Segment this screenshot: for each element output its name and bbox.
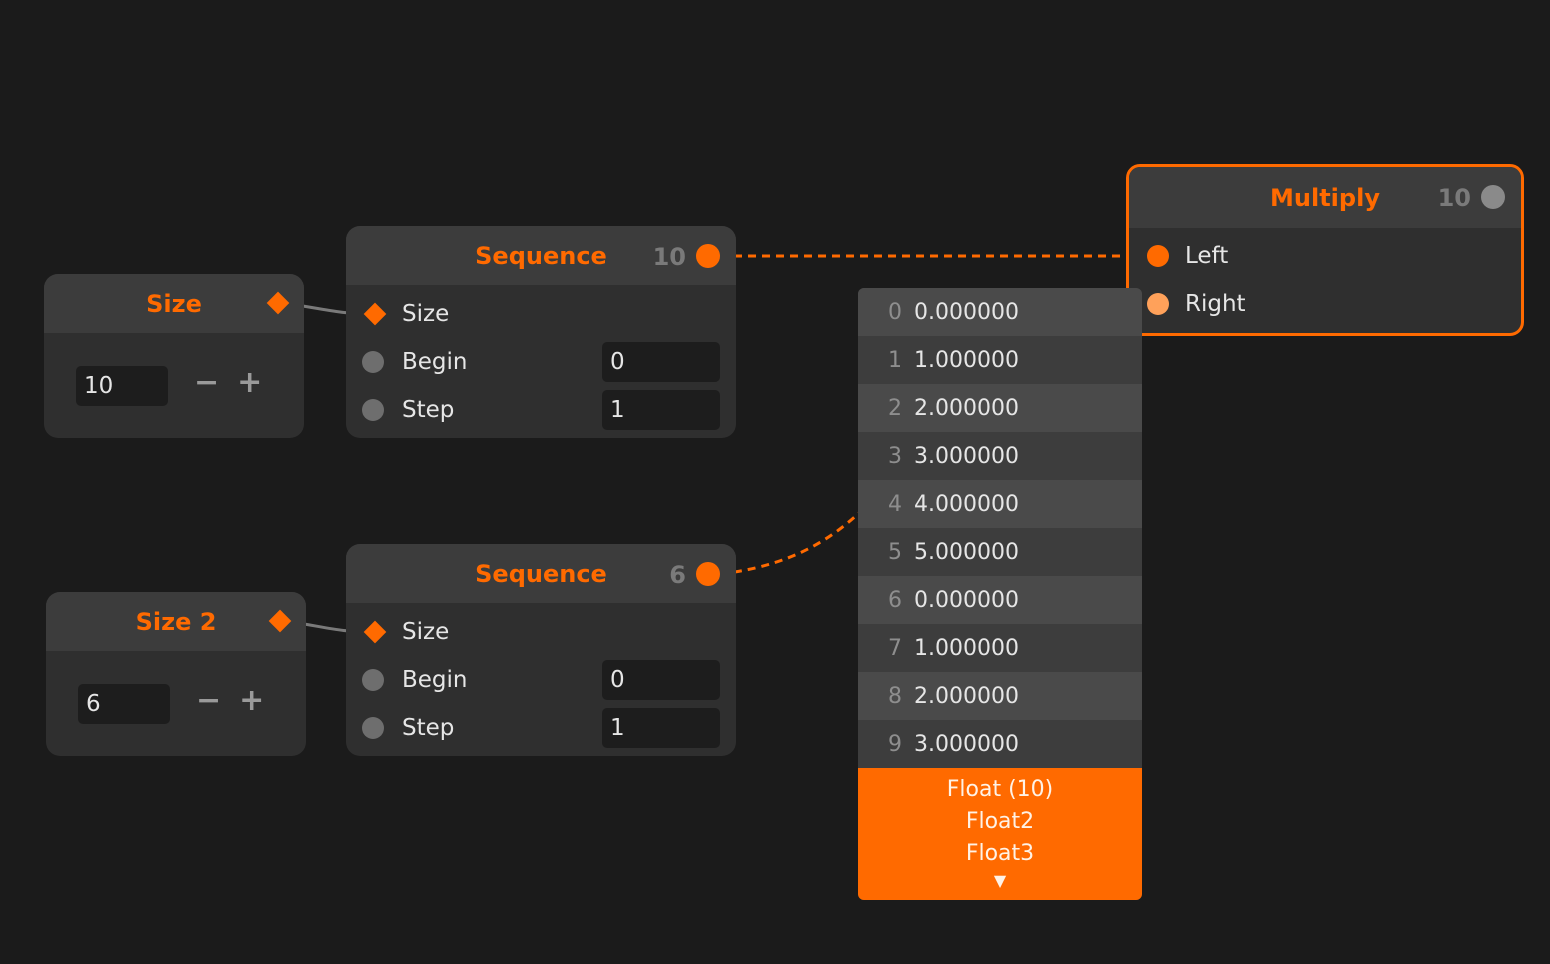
input-label: Left xyxy=(1185,243,1229,269)
input-row-begin: Begin 0 xyxy=(346,656,736,704)
row-index: 4 xyxy=(888,491,902,517)
output-pin-diamond-icon[interactable] xyxy=(268,609,292,633)
node-title: Sequence xyxy=(475,241,607,270)
sequence-node[interactable]: Sequence 10 Size Begin 0 Step 1 xyxy=(346,226,736,438)
size-stepper: − + xyxy=(194,365,262,400)
list-item: 4 4.000000 xyxy=(858,480,1142,528)
output-pin-diamond-icon[interactable] xyxy=(266,291,290,315)
list-item: 0 0.000000 xyxy=(858,288,1142,336)
size-2-node[interactable]: Size 2 6 − + xyxy=(46,592,306,756)
row-value: 2.000000 xyxy=(914,395,1019,421)
output-pin-icon[interactable] xyxy=(696,562,720,586)
row-value: 5.000000 xyxy=(914,539,1019,565)
row-value: 1.000000 xyxy=(914,635,1019,661)
row-index: 8 xyxy=(888,683,902,709)
input-label: Size xyxy=(402,301,450,327)
input-label: Step xyxy=(402,715,455,741)
row-index: 3 xyxy=(888,443,902,469)
node-header[interactable]: Multiply 10 xyxy=(1129,167,1521,228)
decrement-button[interactable]: − xyxy=(196,683,222,718)
type-selector: Float (10) Float2 Float3 ▼ xyxy=(858,768,1142,900)
type-option-float3[interactable]: Float3 xyxy=(965,841,1035,866)
increment-button[interactable]: + xyxy=(237,365,263,400)
row-index: 7 xyxy=(888,635,902,661)
expand-arrow-icon[interactable]: ▼ xyxy=(993,871,1007,890)
list-item: 3 3.000000 xyxy=(858,432,1142,480)
input-pin-icon[interactable] xyxy=(362,399,384,421)
node-header[interactable]: Size 2 xyxy=(46,592,306,651)
list-item: 1 1.000000 xyxy=(858,336,1142,384)
input-row-left: Left xyxy=(1129,232,1521,280)
begin-value-field[interactable]: 0 xyxy=(602,342,720,382)
row-index: 5 xyxy=(888,539,902,565)
input-pin-diamond-icon[interactable] xyxy=(363,620,387,644)
input-label: Size xyxy=(402,619,450,645)
row-index: 1 xyxy=(888,347,902,373)
input-row-size: Size xyxy=(346,290,736,338)
node-header[interactable]: Size xyxy=(44,274,304,333)
input-label: Right xyxy=(1185,291,1246,317)
list-item: 6 0.000000 xyxy=(858,576,1142,624)
node-title: Multiply xyxy=(1270,183,1380,212)
node-title: Size 2 xyxy=(135,607,217,636)
node-title: Sequence xyxy=(475,559,607,588)
row-index: 9 xyxy=(888,731,902,757)
row-value: 0.000000 xyxy=(914,299,1019,325)
list-item: 8 2.000000 xyxy=(858,672,1142,720)
output-count: 10 xyxy=(652,243,686,271)
size-node[interactable]: Size 10 − + xyxy=(44,274,304,438)
row-value: 2.000000 xyxy=(914,683,1019,709)
type-option-float2[interactable]: Float2 xyxy=(965,809,1035,834)
row-value: 1.000000 xyxy=(914,347,1019,373)
row-index: 6 xyxy=(888,587,902,613)
node-header[interactable]: Sequence 6 xyxy=(346,544,736,603)
output-count: 6 xyxy=(669,561,686,589)
decrement-button[interactable]: − xyxy=(194,365,220,400)
input-label: Step xyxy=(402,397,455,423)
row-index: 2 xyxy=(888,395,902,421)
input-label: Begin xyxy=(402,667,468,693)
step-value-field[interactable]: 1 xyxy=(602,390,720,430)
row-index: 0 xyxy=(888,299,902,325)
input-pin-icon[interactable] xyxy=(1147,293,1169,315)
list-item: 7 1.000000 xyxy=(858,624,1142,672)
size-value-field[interactable]: 10 xyxy=(76,366,168,406)
input-row-begin: Begin 0 xyxy=(346,338,736,386)
input-pin-icon[interactable] xyxy=(362,351,384,373)
node-title: Size xyxy=(146,289,202,318)
input-pin-icon[interactable] xyxy=(1147,245,1169,267)
row-value: 4.000000 xyxy=(914,491,1019,517)
input-pin-icon[interactable] xyxy=(362,717,384,739)
size-value-field[interactable]: 6 xyxy=(78,684,170,724)
begin-value-field[interactable]: 0 xyxy=(602,660,720,700)
input-label: Begin xyxy=(402,349,468,375)
list-item: 9 3.000000 xyxy=(858,720,1142,768)
output-count: 10 xyxy=(1437,184,1471,212)
input-row-step: Step 1 xyxy=(346,386,736,434)
input-row-step: Step 1 xyxy=(346,704,736,752)
row-value: 3.000000 xyxy=(914,731,1019,757)
input-pin-icon[interactable] xyxy=(362,669,384,691)
sequence-2-node[interactable]: Sequence 6 Size Begin 0 Step 1 xyxy=(346,544,736,756)
increment-button[interactable]: + xyxy=(239,683,265,718)
type-option-float[interactable]: Float (10) xyxy=(946,777,1054,802)
list-item: 2 2.000000 xyxy=(858,384,1142,432)
input-pin-diamond-icon[interactable] xyxy=(363,302,387,326)
size-stepper: − + xyxy=(196,683,264,718)
row-value: 3.000000 xyxy=(914,443,1019,469)
output-pin-icon[interactable] xyxy=(1481,185,1505,209)
row-value: 0.000000 xyxy=(914,587,1019,613)
list-item: 5 5.000000 xyxy=(858,528,1142,576)
step-value-field[interactable]: 1 xyxy=(602,708,720,748)
node-header[interactable]: Sequence 10 xyxy=(346,226,736,285)
input-row-right: Right xyxy=(1129,280,1521,328)
multiply-node[interactable]: Multiply 10 Left Right xyxy=(1126,164,1524,336)
output-pin-icon[interactable] xyxy=(696,244,720,268)
input-row-size: Size xyxy=(346,608,736,656)
